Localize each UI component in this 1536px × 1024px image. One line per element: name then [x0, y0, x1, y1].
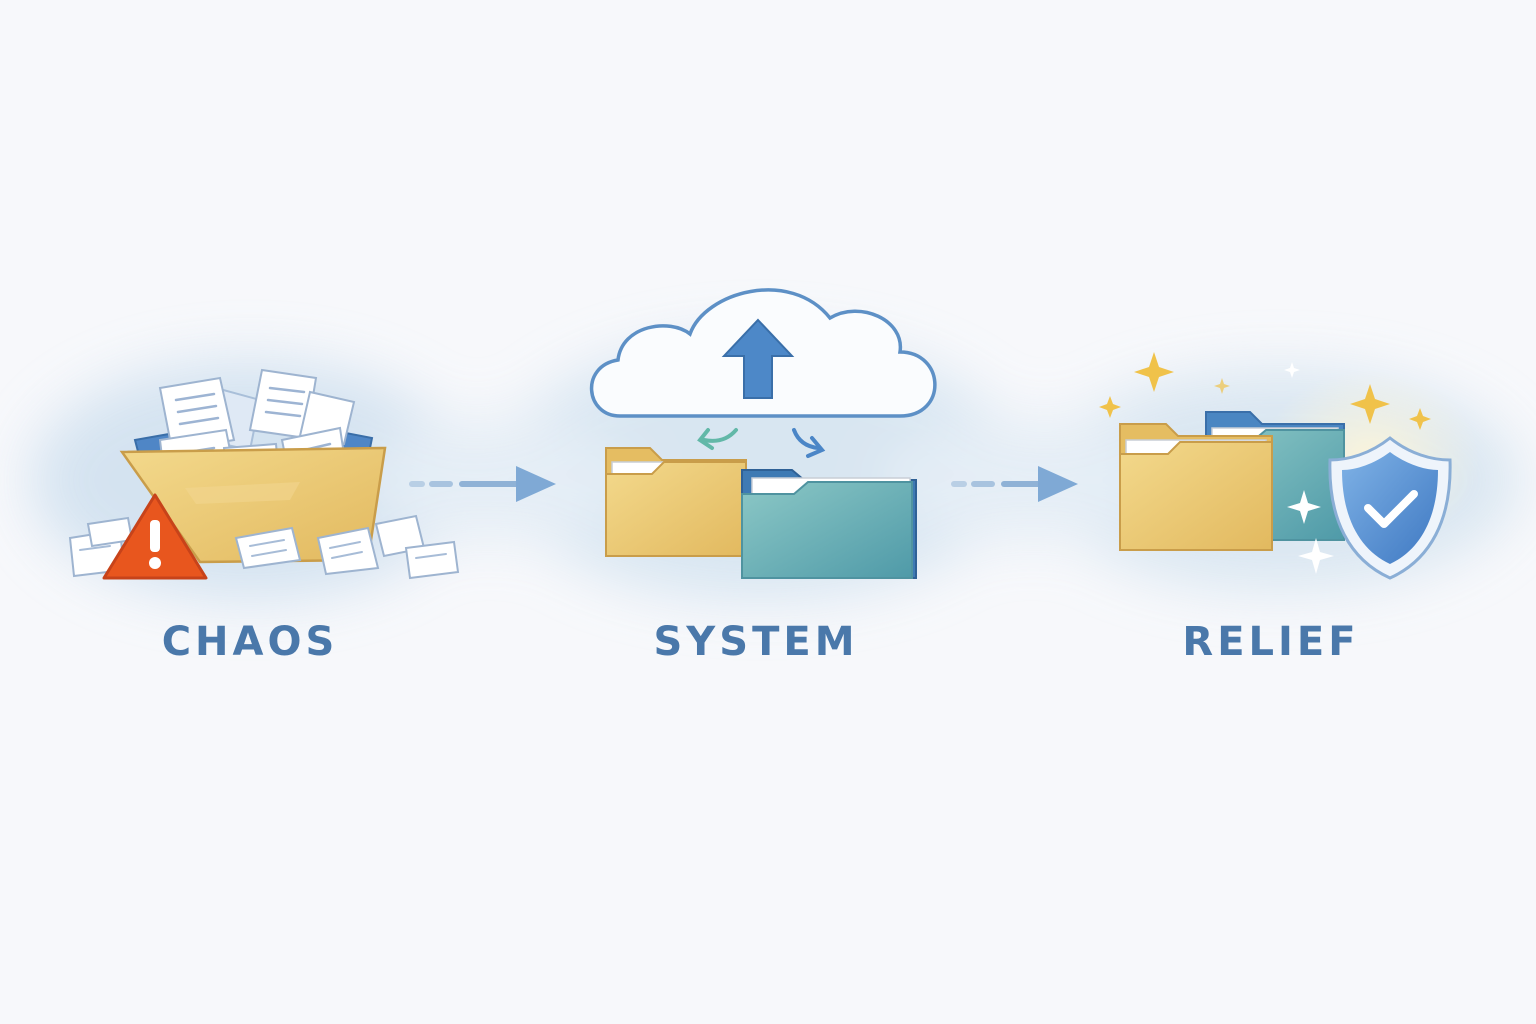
sparkle-icon: [1284, 362, 1334, 574]
sync-arrows-icon: [697, 428, 826, 458]
stage-label-chaos: CHAOS: [161, 619, 339, 665]
overflowing-folder-icon: [119, 368, 387, 564]
stage-label-system: SYSTEM: [653, 619, 859, 665]
chaos-illustration: [68, 368, 460, 580]
scattered-papers: [68, 514, 460, 580]
flow-arrow-icon: [409, 466, 556, 502]
folder-icon: [1119, 423, 1273, 551]
warning-icon: [102, 493, 208, 580]
relief-illustration: [1099, 352, 1480, 580]
cloud-upload-icon: [589, 288, 937, 418]
folder-icon: [605, 447, 747, 557]
folder-icon: [741, 469, 917, 579]
shield-check-icon: [1328, 436, 1452, 580]
flow-arrow-icon: [951, 466, 1078, 502]
sparkle-icon: [1099, 352, 1431, 430]
system-illustration: [589, 288, 937, 579]
stage-label-relief: RELIEF: [1182, 619, 1360, 665]
